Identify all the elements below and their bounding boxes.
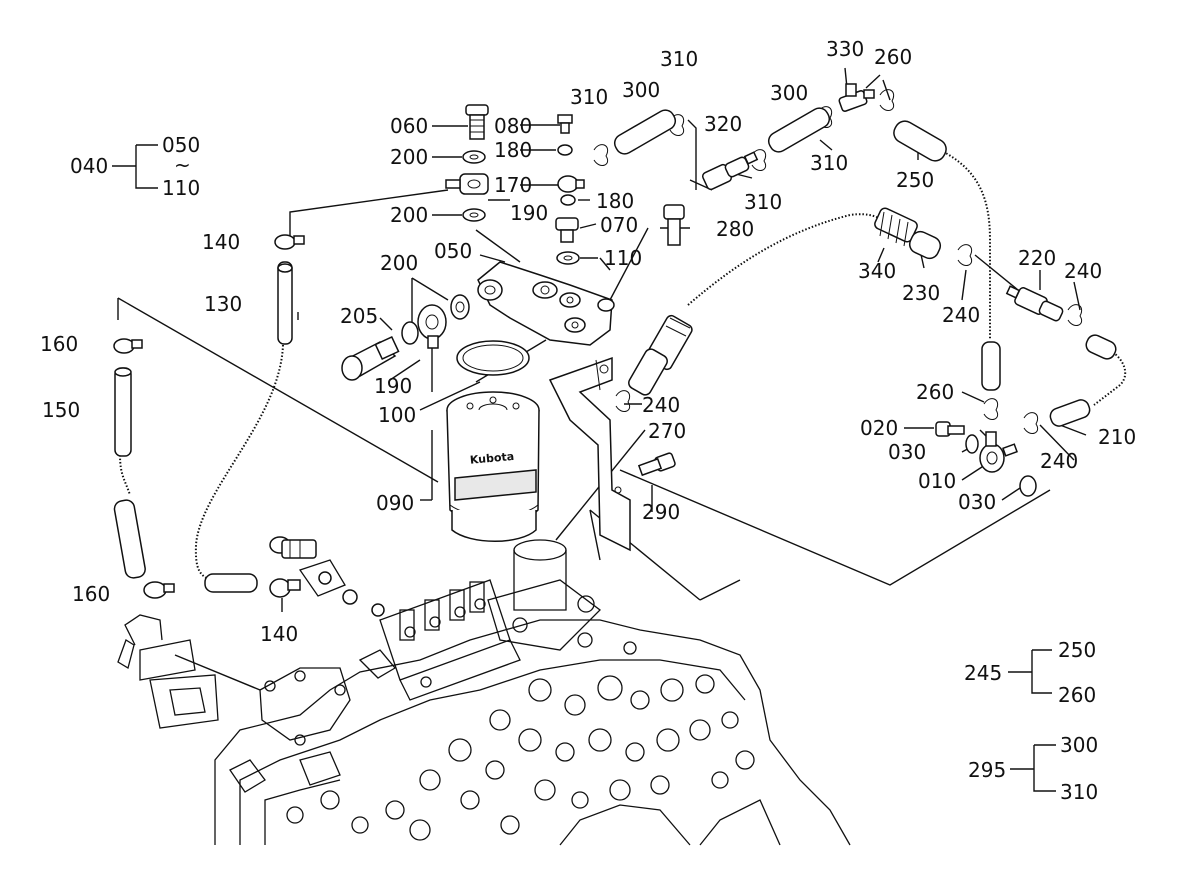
label-260-group: 260 bbox=[1058, 683, 1096, 707]
label-300-group: 300 bbox=[1060, 733, 1098, 757]
clip-260-b bbox=[983, 398, 998, 420]
label-140-bottom: 140 bbox=[260, 622, 298, 646]
injector-fitting bbox=[269, 536, 317, 559]
label-310-top: 310 bbox=[660, 47, 698, 71]
filter-head-050 bbox=[477, 261, 615, 346]
fitting-190 bbox=[445, 173, 489, 195]
banjo-bolt-020 bbox=[935, 421, 965, 437]
leader-lines bbox=[112, 67, 1127, 792]
label-310-mid: 310 bbox=[744, 190, 782, 214]
banjo-bolt-060 bbox=[465, 104, 489, 140]
label-200-mid: 200 bbox=[390, 203, 428, 227]
clip-140-bottom bbox=[269, 578, 301, 598]
clip-240-b bbox=[1067, 304, 1082, 326]
label-270: 270 bbox=[648, 419, 686, 443]
clip-310-a bbox=[593, 144, 608, 166]
banjo-190 bbox=[417, 304, 447, 349]
label-340: 340 bbox=[858, 259, 896, 283]
label-010: 010 bbox=[918, 469, 956, 493]
label-200-top: 200 bbox=[390, 145, 428, 169]
label-250: 250 bbox=[896, 168, 934, 192]
label-160-bottom: 160 bbox=[72, 582, 110, 606]
label-200-left: 200 bbox=[380, 251, 418, 275]
label-330: 330 bbox=[826, 37, 864, 61]
label-310-group: 310 bbox=[1060, 780, 1098, 804]
clip-240-a bbox=[957, 244, 972, 266]
label-230: 230 bbox=[902, 281, 940, 305]
label-080: 080 bbox=[494, 114, 532, 138]
label-160-top: 160 bbox=[40, 332, 78, 356]
label-range-tilde: ~ bbox=[174, 153, 191, 177]
banjo-bolt-205 bbox=[341, 335, 400, 381]
label-110-range: 110 bbox=[162, 176, 200, 200]
label-210: 210 bbox=[1098, 425, 1136, 449]
label-150: 150 bbox=[42, 398, 80, 422]
label-260-bottom: 260 bbox=[916, 380, 954, 404]
label-320: 320 bbox=[704, 112, 742, 136]
label-290: 290 bbox=[642, 500, 680, 524]
filter-brand-label: Kubota bbox=[469, 450, 514, 467]
label-110: 110 bbox=[604, 246, 642, 270]
label-140-top: 140 bbox=[202, 230, 240, 254]
label-300-left: 300 bbox=[622, 78, 660, 102]
label-180-top: 180 bbox=[494, 138, 532, 162]
part-labels: 040 050 ~ 110 060 200 200 080 180 170 19… bbox=[40, 37, 1136, 804]
label-205: 205 bbox=[340, 304, 378, 328]
label-060: 060 bbox=[390, 114, 428, 138]
clip-160-bottom bbox=[143, 581, 175, 599]
label-040: 040 bbox=[70, 154, 108, 178]
label-300-right: 300 bbox=[770, 81, 808, 105]
label-250-group: 250 bbox=[1058, 638, 1096, 662]
label-220: 220 bbox=[1018, 246, 1056, 270]
label-190-top: 190 bbox=[510, 201, 548, 225]
label-030-top: 030 bbox=[888, 440, 926, 464]
label-050-range: 050 bbox=[162, 133, 200, 157]
label-170: 170 bbox=[494, 173, 532, 197]
label-180-bottom: 180 bbox=[596, 189, 634, 213]
label-070: 070 bbox=[600, 213, 638, 237]
fitting-220 bbox=[1005, 285, 1064, 322]
label-190-bottom: 190 bbox=[374, 374, 412, 398]
clip-140-top bbox=[274, 234, 305, 250]
clip-240-c bbox=[1023, 412, 1038, 434]
parts: Kubota bbox=[113, 83, 1117, 599]
clip-310-c bbox=[751, 149, 766, 171]
connector-340 bbox=[874, 207, 918, 247]
label-030-bottom: 030 bbox=[958, 490, 996, 514]
label-100: 100 bbox=[378, 403, 416, 427]
clip-160-top bbox=[113, 338, 143, 354]
fuel-line-connector bbox=[628, 314, 693, 396]
label-260-top: 260 bbox=[874, 45, 912, 69]
label-240-bottom: 240 bbox=[1040, 449, 1078, 473]
label-295: 295 bbox=[968, 758, 1006, 782]
tee-330 bbox=[838, 83, 875, 112]
banjo-010 bbox=[979, 431, 1018, 473]
clip-310-b bbox=[669, 114, 684, 136]
label-280: 280 bbox=[716, 217, 754, 241]
bracket-270 bbox=[548, 356, 631, 552]
label-130: 130 bbox=[204, 292, 242, 316]
label-020: 020 bbox=[860, 416, 898, 440]
label-090: 090 bbox=[376, 491, 414, 515]
label-310-right: 310 bbox=[810, 151, 848, 175]
clip-240-d bbox=[615, 390, 630, 412]
fitting-320 bbox=[701, 151, 759, 191]
label-245: 245 bbox=[964, 661, 1002, 685]
fuel-filter-090: Kubota bbox=[446, 391, 540, 542]
clip-260-a bbox=[879, 89, 894, 111]
label-050: 050 bbox=[434, 239, 472, 263]
label-240-filter: 240 bbox=[642, 393, 680, 417]
label-240-mid: 240 bbox=[942, 303, 980, 327]
engine-cylinder-head bbox=[117, 539, 851, 846]
label-240-right: 240 bbox=[1064, 259, 1102, 283]
label-310-left: 310 bbox=[570, 85, 608, 109]
